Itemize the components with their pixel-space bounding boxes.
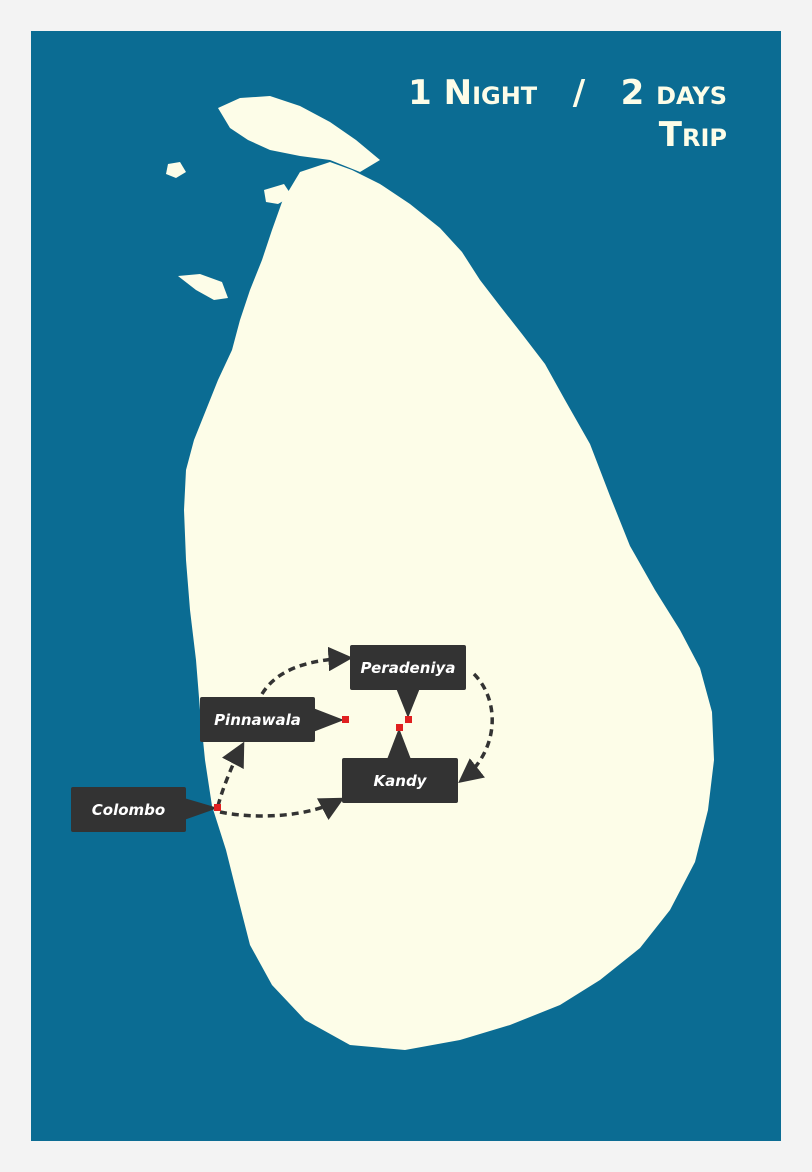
- label-kandy[interactable]: Kandy: [342, 758, 458, 803]
- title-trip: Trip: [658, 115, 727, 155]
- route-pinnawala-peradeniya: [260, 646, 353, 695]
- route-peradeniya-kandy: [458, 672, 494, 784]
- title-days: 2 days: [620, 73, 727, 113]
- route-lines: [216, 646, 494, 821]
- route-colombo-pinnawala: [216, 741, 245, 807]
- pointer-colombo: [184, 798, 218, 820]
- pointer-peradeniya: [396, 688, 420, 718]
- title-line-1: 1 Night / 2 days: [408, 72, 727, 114]
- title-separator: /: [572, 73, 586, 113]
- island-small-1: [166, 162, 186, 178]
- marker-colombo: [214, 804, 221, 811]
- label-colombo[interactable]: Colombo: [71, 787, 186, 832]
- route-colombo-kandy: [219, 797, 345, 821]
- island-small-2: [178, 274, 228, 300]
- island-small-3: [264, 184, 292, 204]
- pointer-kandy: [386, 728, 412, 762]
- label-pinnawala[interactable]: Pinnawala: [200, 697, 315, 742]
- marker-kandy: [396, 724, 403, 731]
- title-nights: 1 Night: [408, 73, 538, 113]
- island-landmass: [184, 162, 714, 1050]
- jaffna-peninsula: [218, 96, 380, 172]
- label-peradeniya[interactable]: Peradeniya: [350, 645, 466, 690]
- marker-peradeniya: [405, 716, 412, 723]
- trip-title: 1 Night / 2 days Trip: [408, 72, 727, 156]
- pointer-pinnawala: [313, 708, 344, 732]
- marker-pinnawala: [342, 716, 349, 723]
